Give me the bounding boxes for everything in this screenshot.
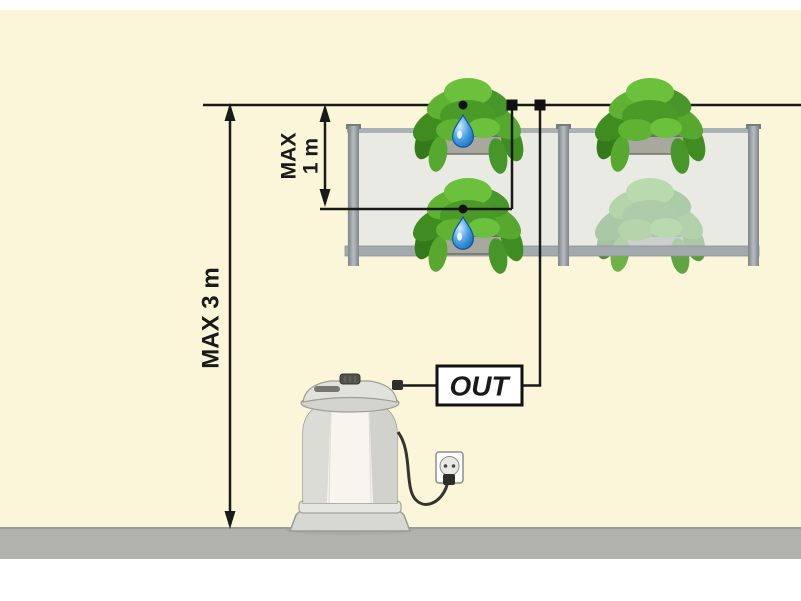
background	[0, 10, 801, 559]
arrow-up-icon	[319, 104, 331, 122]
out-label-box: OUT	[435, 364, 524, 407]
tube-junction-square-icon	[506, 99, 518, 111]
tube-main-riser	[522, 105, 542, 387]
balcony-post-middle	[558, 126, 569, 266]
out-label: OUT	[449, 371, 511, 402]
out-box-frame	[435, 364, 524, 407]
max-3m-label: MAX 3 m	[198, 267, 225, 368]
balcony-top-rail	[347, 128, 757, 133]
drip-point-dot-icon	[458, 204, 468, 214]
pump-outlet-nub	[392, 380, 403, 390]
irrigation-tubes	[320, 105, 542, 387]
pump-unit	[286, 373, 414, 535]
floor	[0, 529, 801, 559]
balcony-bottom-rail	[344, 245, 760, 257]
arrow-down-icon	[224, 511, 236, 529]
max-1m-label-line2: 1 m	[300, 138, 323, 174]
max-3m-dimension	[224, 103, 236, 529]
balcony-posts	[346, 124, 761, 266]
pump-panel-seam	[368, 409, 372, 504]
socket-recess	[439, 456, 460, 476]
pump-vent-grille	[314, 386, 340, 392]
tube-junction-square-icon	[534, 99, 546, 111]
arrow-down-icon	[319, 189, 331, 207]
drip-point-dot-icon	[458, 100, 468, 110]
power-cord	[396, 431, 450, 506]
max-1m-label-line1: MAX	[278, 133, 301, 180]
pump-front-panel	[327, 404, 373, 503]
balcony-post-left	[348, 126, 359, 266]
balcony-post-right	[748, 126, 759, 266]
power-plug	[443, 474, 455, 485]
arrow-up-icon	[224, 103, 236, 121]
pump-panel-seam	[328, 409, 332, 504]
socket-hole	[451, 464, 456, 468]
max-1m-dimension	[319, 104, 331, 207]
power-socket	[435, 451, 464, 485]
socket-hole	[443, 464, 448, 468]
